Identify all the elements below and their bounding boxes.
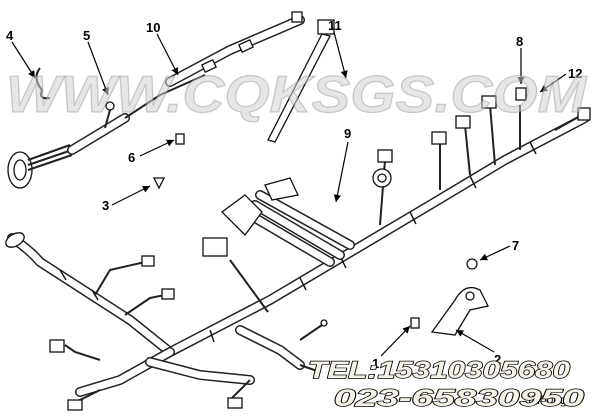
- callout-9: 9: [344, 126, 351, 141]
- sub-harness-left: [7, 67, 206, 189]
- callout-6: 6: [128, 150, 135, 165]
- callout-labels: 4 5 10 11 8 12 6 3 9 7 1 2: [6, 18, 582, 371]
- callout-11: 11: [328, 18, 342, 33]
- callout-10: 10: [146, 20, 160, 35]
- figure-number: IN00eg: [528, 393, 567, 407]
- callout-8: 8: [516, 34, 523, 49]
- callout-1: 1: [372, 356, 379, 371]
- callout-5: 5: [83, 28, 90, 43]
- sub-harness-10: [165, 11, 305, 87]
- main-harness: [5, 95, 591, 411]
- small-parts: [152, 87, 527, 336]
- callout-2: 2: [494, 352, 501, 367]
- callout-arrows: [11, 31, 567, 357]
- callout-7: 7: [512, 238, 519, 253]
- watermark: WWW.CQKSGS.COM: [6, 66, 588, 124]
- phone-secondary: 023-65830950: [334, 385, 585, 412]
- callout-4: 4: [6, 28, 14, 43]
- callout-12: 12: [568, 66, 582, 81]
- cable-tie-11: [267, 19, 335, 143]
- callout-3: 3: [102, 198, 109, 213]
- phone-tel: TEL:15310305680: [308, 357, 571, 384]
